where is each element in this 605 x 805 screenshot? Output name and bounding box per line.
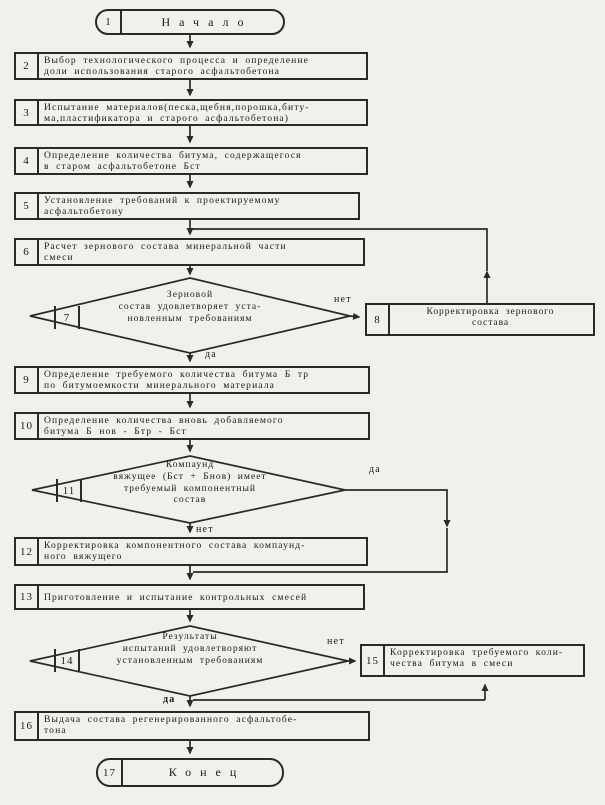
decision-7: Зерновой состав удовлетворяет уста- новл… [60,289,320,324]
process-2: 2 Выбор технологического процесса и опре… [14,52,368,80]
edge-label-d11-yes: да [369,464,381,475]
node-number: 13 [16,586,39,608]
process-16-line: Выдача состава регенерированного асфальт… [44,714,298,725]
process-5-line: Установление требований к проектируемому [44,195,281,206]
node-number: 16 [16,713,39,739]
decision-11-line: требуемый компонентный [123,482,257,494]
process-2-line: Выбор технологического процесса и опреде… [44,55,309,66]
node-number: 15 [362,646,385,675]
process-6-line: смеси [44,252,74,263]
process-9-line: Определение требуемого количества битума… [44,369,310,380]
terminal-start-label: Начало [161,14,253,29]
node-number: 7 [54,306,80,329]
decision-11-line: состав [173,494,207,506]
process-3-line: ма,пластификатора и старого асфальтобето… [44,113,290,124]
process-4: 4 Определение количества битума, содержа… [14,147,368,175]
process-3: 3 Испытание материалов(песка,щебня,порош… [14,99,368,126]
process-5-line: асфальтобетону [44,206,125,217]
edge-label-d14-yes: да [163,694,176,705]
terminal-end: 17 Конец [96,758,284,787]
node-number: 11 [56,479,82,502]
process-8-line: Корректировка зернового [426,306,555,317]
process-4-line: Определение количества битума, содержаще… [44,150,302,161]
process-6: 6 Расчет зернового состава минеральной ч… [14,238,365,266]
process-12: 12 Корректировка компонентного состава к… [14,537,368,566]
node-number: 6 [16,240,39,264]
process-2-line: доли использования старого асфальтобетон… [44,66,281,77]
decision-11: Компаунд вяжущее (Бст + Бнов) имеет треб… [60,459,320,506]
process-8-line: состава [471,317,510,328]
process-10: 10 Определение количества вновь добавляе… [14,412,370,440]
node-number: 3 [16,101,39,124]
decision-14-line: Результаты [162,631,218,642]
process-12-line: Корректировка компонентного состава комп… [44,540,306,551]
process-6-line: Расчет зернового состава минеральной час… [44,241,287,252]
process-13: 13 Приготовление и испытание контрольных… [14,584,365,610]
decision-7-line: новленным требованиям [127,312,253,324]
process-8: 8 Корректировка зернового состава [365,303,595,336]
decision-11-line: Компаунд [165,459,215,470]
decision-7-line: состав удовлетворяет уста- [118,300,262,312]
process-5: 5 Установление требований к проектируемо… [14,192,360,220]
process-9-line: по битумоемкости минерального материала [44,380,275,391]
decision-7-line: Зерновой [166,289,214,300]
process-12-line: ного вяжущего [44,551,123,562]
node-number: 12 [16,539,39,564]
process-15: 15 Корректировка требуемого коли- чества… [360,644,585,677]
node-number: 17 [98,760,123,785]
node-number: 4 [16,149,39,173]
process-10-line: битума Б нов - Бтр - Бст [44,426,187,437]
process-13-line: Приготовление и испытание контрольных см… [44,592,308,603]
process-3-line: Испытание материалов(песка,щебня,порошка… [44,102,310,113]
decision-14-line: установленным требованиям [116,654,264,666]
process-15-line: чества битума в смеси [390,658,514,669]
decision-14-line: испытаний удовлетворяют [122,642,258,654]
node-number: 1 [97,11,122,33]
edge-label-d7-yes: да [205,349,217,360]
node-number: 10 [16,414,39,438]
node-number: 8 [367,305,390,334]
process-10-line: Определение количества вновь добавляемог… [44,415,284,426]
node-number: 9 [16,368,39,392]
process-16: 16 Выдача состава регенерированного асфа… [14,711,370,741]
edges [29,35,491,755]
node-number: 5 [16,194,39,218]
process-9: 9 Определение требуемого количества биту… [14,366,370,394]
terminal-start: 1 Начало [95,9,285,35]
terminal-end-label: Конец [168,765,246,779]
edge-label-d14-no: нет [327,636,345,647]
node-number: 2 [16,54,39,78]
decision-14: Результаты испытаний удовлетворяют устан… [60,631,320,666]
process-16-line: тона [44,725,67,736]
node-number: 14 [54,649,80,672]
edge-label-d11-no: нет [196,524,214,535]
edge-label-d7-no: нет [334,294,352,305]
process-15-line: Корректировка требуемого коли- [390,647,564,658]
process-4-line: в старом асфальтобетоне Бст [44,161,201,172]
decision-11-line: вяжущее (Бст + Бнов) имеет [113,470,267,482]
